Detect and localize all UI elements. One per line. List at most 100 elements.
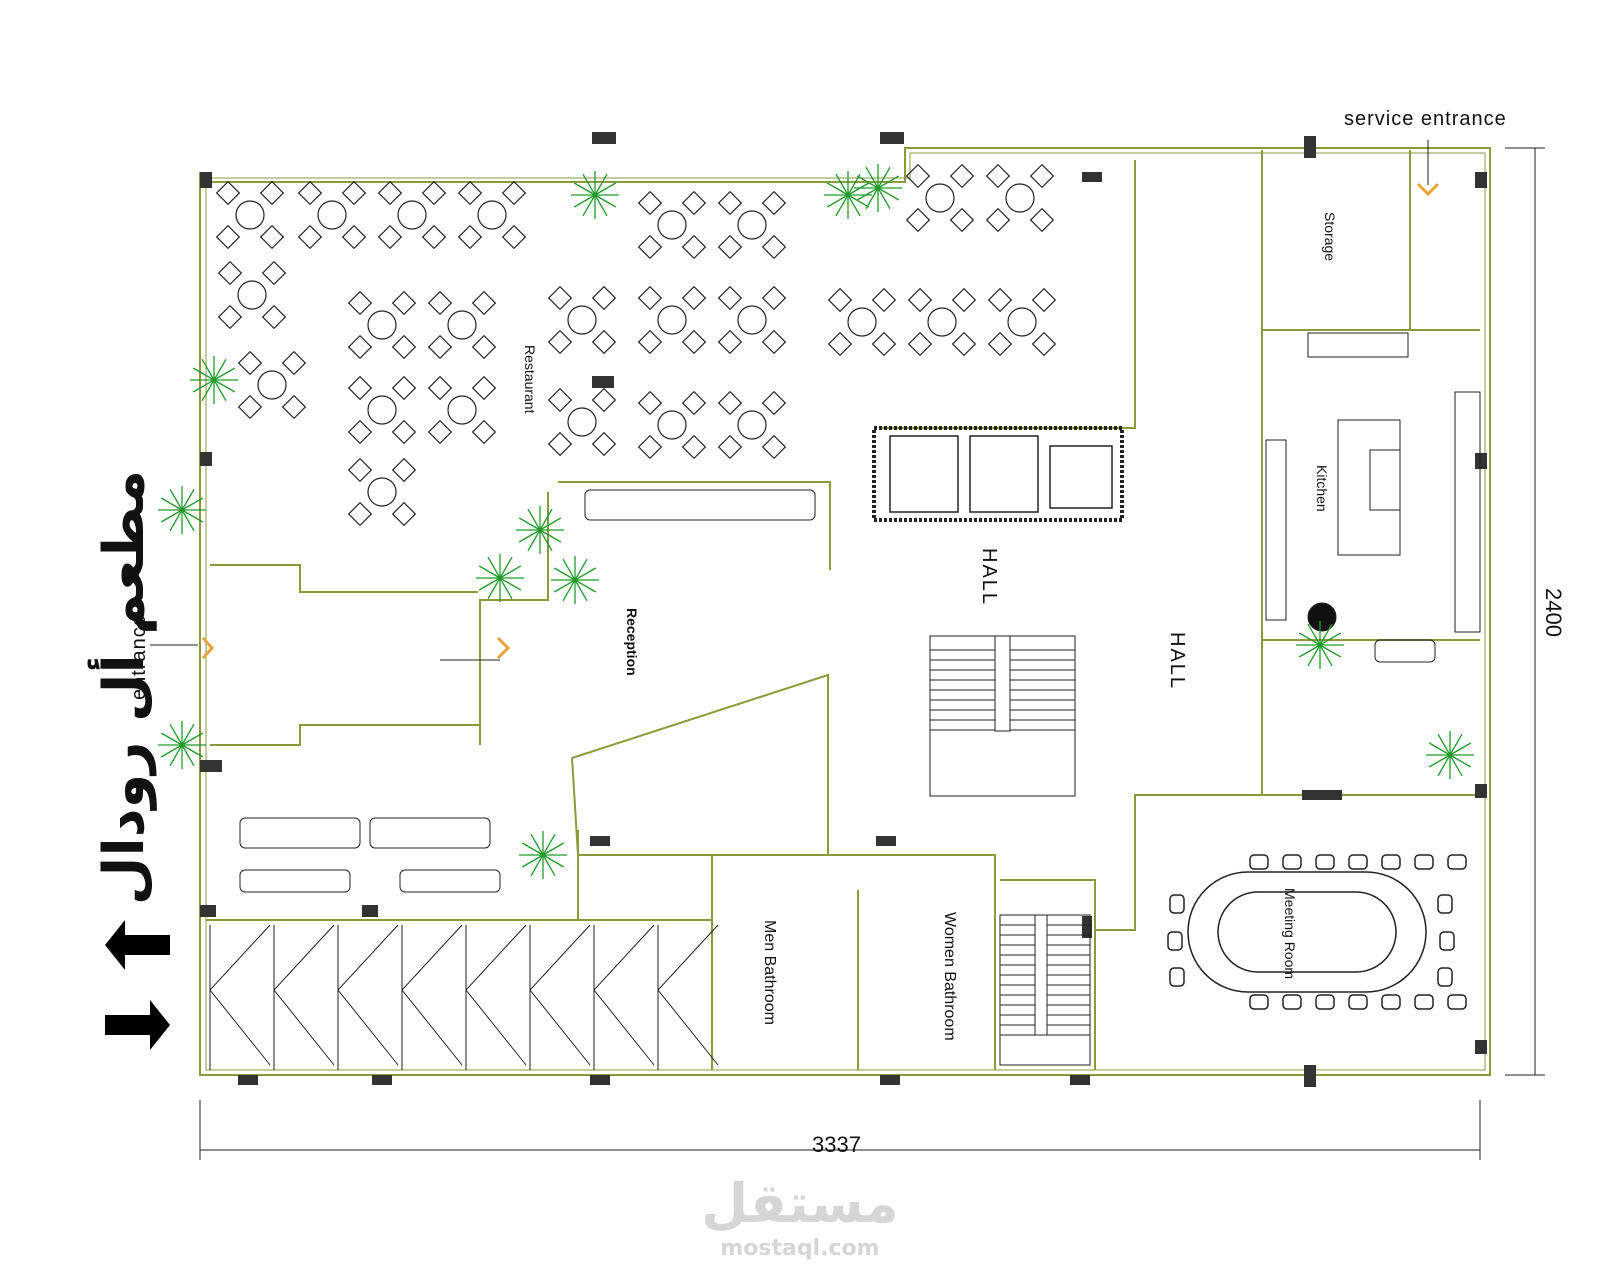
restaurant-label: Restaurant — [522, 345, 538, 414]
plant — [158, 721, 206, 769]
dining-table — [987, 287, 1057, 357]
men-bathroom-label: Men Bathroom — [761, 920, 778, 1025]
dining-table — [827, 287, 897, 357]
dining-table — [347, 457, 417, 527]
dining-table — [457, 180, 527, 250]
plant — [1426, 731, 1474, 779]
parking-bay — [209, 924, 271, 1070]
plant — [824, 171, 872, 219]
plant — [571, 171, 619, 219]
meeting-chair — [1348, 854, 1368, 870]
dimension-lines — [199, 147, 1545, 1160]
sofa — [369, 817, 491, 849]
plant — [1296, 621, 1344, 669]
meeting-chair — [1249, 854, 1269, 870]
parking-bay — [593, 924, 655, 1070]
meeting-chair — [1167, 931, 1183, 951]
sofa — [584, 489, 816, 521]
dining-table — [377, 180, 447, 250]
parking-bay — [401, 924, 463, 1070]
width-dimension: 3337 — [812, 1132, 861, 1157]
dining-table — [717, 190, 787, 260]
meeting-chair — [1414, 994, 1434, 1010]
meeting-chair — [1381, 854, 1401, 870]
sofa — [239, 817, 361, 849]
entrance-lines — [150, 140, 1429, 661]
hall-label-2: HALL — [1166, 632, 1188, 691]
entrance-arrows — [201, 182, 1440, 660]
parking-bay — [529, 924, 591, 1070]
parking-bay — [657, 924, 719, 1070]
staircase — [929, 635, 1091, 1066]
kitchen-label: Kitchen — [1314, 465, 1330, 512]
meeting-chair — [1169, 967, 1185, 987]
meeting-chair — [1282, 994, 1302, 1010]
dining-table — [637, 390, 707, 460]
meeting-chair — [1447, 994, 1467, 1010]
meeting-chair — [1282, 854, 1302, 870]
dining-table — [217, 260, 287, 330]
dining-table — [637, 285, 707, 355]
storage-label: Storage — [1322, 212, 1338, 262]
decorative-plants — [158, 164, 1474, 879]
building-walls — [199, 147, 1491, 1076]
plant — [476, 554, 524, 602]
plant — [158, 486, 206, 534]
dining-table — [637, 190, 707, 260]
meeting-chair — [1315, 854, 1335, 870]
height-dimension: 2400 — [1541, 588, 1566, 637]
meeting-chair — [1437, 967, 1453, 987]
dining-table — [985, 163, 1055, 233]
traffic-arrows — [105, 920, 170, 1050]
plant — [854, 164, 902, 212]
parking-spaces — [209, 924, 719, 1070]
sofa — [1374, 639, 1436, 663]
dining-table — [237, 350, 307, 420]
dining-table — [907, 287, 977, 357]
dining-table — [717, 390, 787, 460]
hall-label-1: HALL — [978, 548, 1000, 607]
plant — [190, 356, 238, 404]
plant — [516, 506, 564, 554]
dining-table — [427, 375, 497, 445]
dining-table — [427, 290, 497, 360]
kitchen-equipment — [1265, 332, 1481, 633]
service-entrance-label: service entrance — [1344, 108, 1507, 130]
meeting-room-label: Meeting Room — [1282, 888, 1298, 980]
parking-bay — [273, 924, 335, 1070]
plant — [519, 831, 567, 879]
meeting-chair — [1315, 994, 1335, 1010]
meeting-chair — [1348, 994, 1368, 1010]
meeting-chair — [1381, 994, 1401, 1010]
meeting-chair — [1414, 854, 1434, 870]
meeting-chair — [1439, 931, 1455, 951]
dining-table — [905, 163, 975, 233]
meeting-chair — [1169, 894, 1185, 914]
elevator-shafts — [872, 426, 1124, 522]
dining-table — [547, 387, 617, 457]
dining-table — [347, 290, 417, 360]
dining-table — [717, 285, 787, 355]
sofa — [239, 869, 351, 893]
meeting-chair — [1447, 854, 1467, 870]
project-title: مطعم أل رودال — [92, 470, 157, 906]
lounge-sofas — [239, 489, 1436, 893]
dining-table — [547, 285, 617, 355]
meeting-chair — [1249, 994, 1269, 1010]
women-bathroom-label: Women Bathroom — [941, 912, 958, 1041]
meeting-table — [1167, 854, 1467, 1010]
reception-label: Reception — [624, 608, 640, 676]
watermark-site: mostaql.com — [720, 1236, 880, 1261]
sofa — [399, 869, 501, 893]
parking-bay — [465, 924, 527, 1070]
plant — [551, 556, 599, 604]
dining-table — [347, 375, 417, 445]
parking-bay — [337, 924, 399, 1070]
structural-columns — [200, 132, 1487, 1087]
watermark-logo: مستقل — [701, 1172, 899, 1235]
meeting-chair — [1437, 894, 1453, 914]
dining-table — [297, 180, 367, 250]
dining-table — [215, 180, 285, 250]
dining-tables — [215, 163, 1057, 527]
